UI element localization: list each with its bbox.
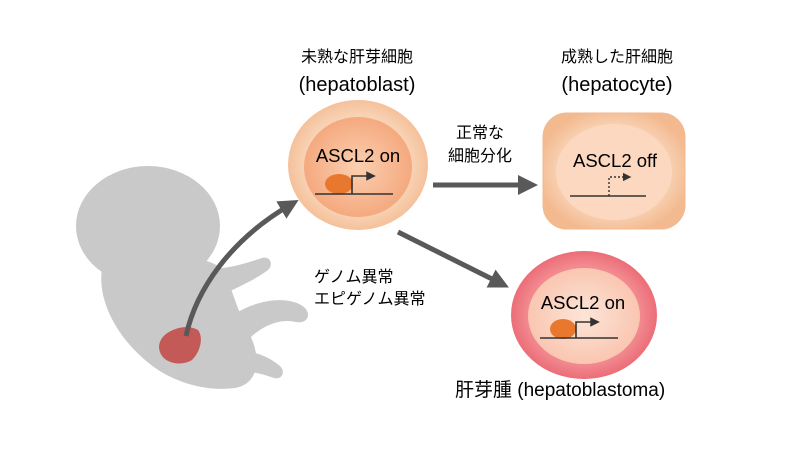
normal-differentiation-label-line1: 正常な: [455, 123, 504, 142]
hepatoblastoma-cell: [511, 251, 657, 379]
hepatoblastoma-transcription-arrow-icon: [575, 317, 600, 338]
abnormal-arrow: [396, 229, 509, 288]
hepatocyte-gene-label: ASCL2 off: [573, 150, 657, 171]
hepatoblast-transcription-arrow-icon: [351, 171, 376, 194]
hepatoblastoma-gene-label: ASCL2 on: [540, 292, 626, 313]
hepatocyte-cell: [542, 112, 686, 230]
abnormal-label-line2: エピゲノム異常: [314, 289, 426, 308]
abnormal-label-line1: ゲノム異常: [314, 267, 394, 286]
liver-icon: [159, 327, 201, 364]
hepatoblast-gene-label: ASCL2 on: [315, 145, 401, 166]
hepatoblast-protein-icon: [325, 174, 353, 194]
normal-differentiation-label-line2: 細胞分化: [447, 146, 512, 165]
hepatoblast-cell: [288, 100, 428, 230]
hepatoblastoma-name: 肝芽腫 (hepatoblastoma): [455, 380, 666, 401]
hepatoblast-name-ja: 未熟な肝芽細胞: [300, 47, 413, 66]
hepatoblast-name-en: (hepatoblast): [298, 74, 416, 96]
hepatoblastoma-protein-icon: [550, 319, 576, 339]
hepatocyte-name-ja: 成熟した肝細胞: [560, 47, 673, 66]
hepatocyte-name-en: (hepatocyte): [561, 74, 673, 96]
fetus-icon: [76, 166, 309, 389]
development-arrow: [183, 199, 299, 337]
